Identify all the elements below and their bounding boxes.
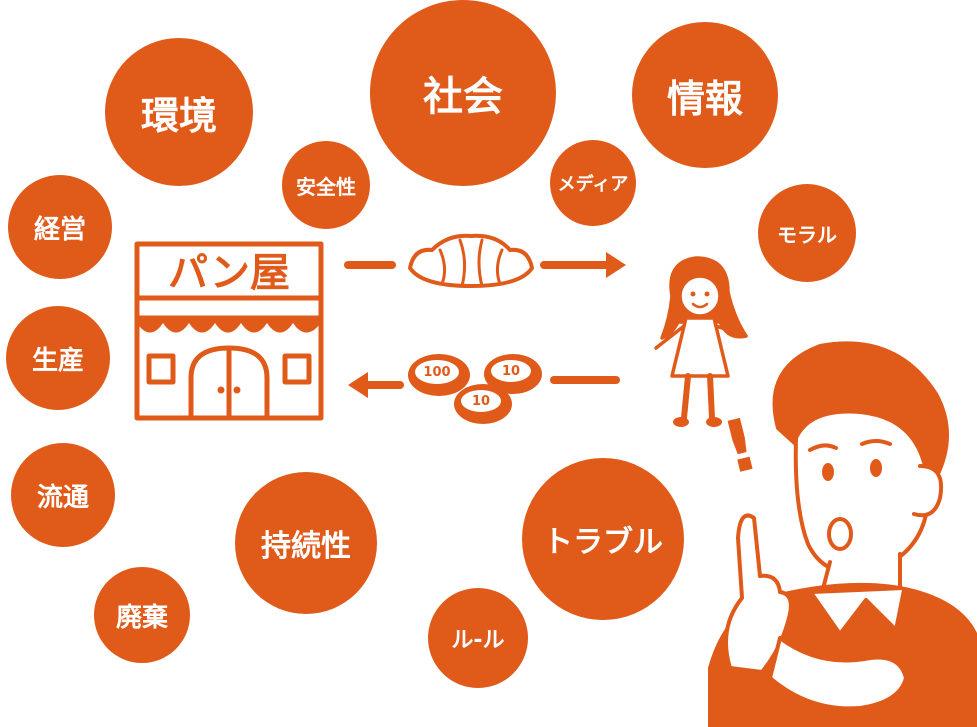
bubble-ryutsu: 流通 bbox=[11, 443, 115, 547]
bubble-ryutsu-label: 流通 bbox=[36, 482, 89, 513]
payment-flow-arrow bbox=[348, 372, 620, 398]
bubble-kankyo: 環境 bbox=[105, 38, 253, 186]
bubble-jizokusei-label: 持続性 bbox=[261, 529, 351, 564]
bubble-jizokusei: 持続性 bbox=[235, 472, 377, 614]
coin-10-b: 10 bbox=[454, 384, 512, 424]
bubble-shakai: 社会 bbox=[370, 0, 556, 186]
bubble-shakai-label: 社会 bbox=[423, 74, 503, 120]
shop-sign-text: パン屋 bbox=[168, 250, 290, 296]
bubble-trouble: トラブル bbox=[522, 458, 684, 620]
bubble-media: メディア bbox=[550, 140, 636, 226]
man-thinking-icon bbox=[708, 341, 977, 727]
bubble-anzensei: 安全性 bbox=[282, 141, 370, 229]
croissant-icon bbox=[408, 233, 534, 288]
bubble-haiki: 廃棄 bbox=[94, 567, 190, 663]
bubble-moral: モラル bbox=[758, 184, 856, 282]
bubble-moral-label: モラル bbox=[777, 222, 837, 247]
bubble-trouble-label: トラブル bbox=[543, 525, 663, 560]
bubble-joho-label: 情報 bbox=[666, 76, 743, 121]
bubble-keiei: 経営 bbox=[8, 175, 112, 279]
bubble-keiei-label: 経営 bbox=[33, 214, 86, 245]
coin-10-b-label: 10 bbox=[461, 390, 501, 412]
bubble-kankyo-label: 環境 bbox=[140, 93, 217, 138]
product-flow-arrow bbox=[344, 252, 626, 278]
girl-customer-icon bbox=[654, 256, 748, 427]
bubble-rule-label: ル-ル bbox=[451, 628, 505, 653]
coin-10-a-label: 10 bbox=[491, 360, 531, 382]
bubble-anzensei-label: 安全性 bbox=[296, 174, 356, 199]
bubble-haiki-label: 廃棄 bbox=[115, 602, 168, 633]
bubble-rule: ル-ル bbox=[428, 588, 528, 688]
bakery-shop-icon: パン屋 bbox=[134, 241, 324, 421]
bubble-media-label: メディア bbox=[557, 174, 629, 195]
bubble-seisan: 生産 bbox=[6, 306, 110, 410]
bubble-joho: 情報 bbox=[632, 22, 778, 168]
coin-100-label: 100 bbox=[415, 360, 459, 384]
coin-100: 100 bbox=[408, 354, 470, 396]
bubble-seisan-label: 生産 bbox=[31, 345, 84, 376]
